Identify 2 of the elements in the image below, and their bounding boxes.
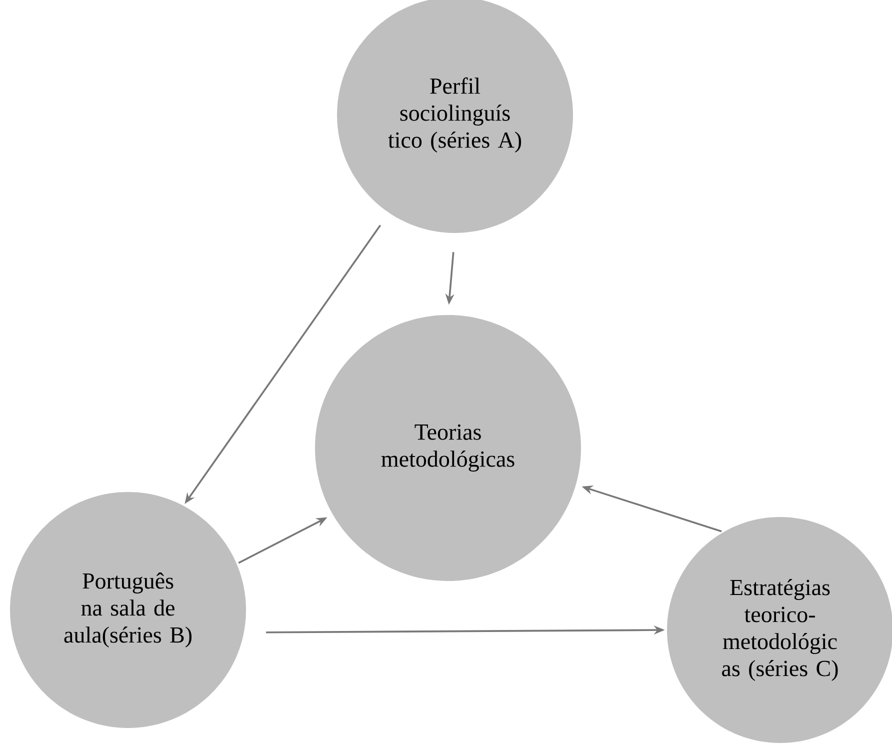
circle-node: Português na sala de aula(séries B)	[10, 492, 246, 728]
circle-node: Teorias metodológicas	[315, 314, 581, 581]
